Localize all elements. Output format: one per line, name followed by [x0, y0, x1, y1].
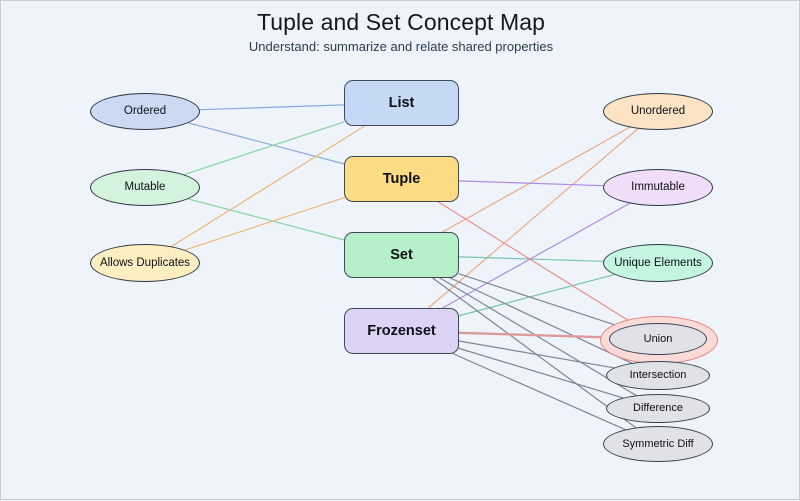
- node-immutable[interactable]: Immutable: [603, 169, 713, 206]
- node-set[interactable]: Set: [344, 232, 459, 278]
- edge-unique_elements-to-frozenset: [458, 273, 615, 317]
- node-label-intersection: Intersection: [629, 369, 687, 382]
- edge-immutable-to-frozenset: [442, 202, 631, 309]
- node-difference[interactable]: Difference: [606, 394, 710, 423]
- node-label-union: Union: [643, 332, 673, 345]
- edge-frozenset-to-intersection: [458, 340, 615, 369]
- page-title: Tuple and Set Concept Map: [256, 9, 546, 35]
- edge-ordered-to-tuple: [187, 122, 345, 165]
- edge-set-to-union: [458, 273, 625, 329]
- node-allows_duplicates[interactable]: Allows Duplicates: [90, 244, 200, 282]
- edge-unordered-to-frozenset: [427, 128, 639, 309]
- node-ordered[interactable]: Ordered: [90, 93, 200, 130]
- node-label-unique_elements: Unique Elements: [614, 256, 702, 269]
- node-unique_elements[interactable]: Unique Elements: [603, 244, 713, 282]
- edge-frozenset-to-symmetric_diff: [453, 353, 626, 431]
- edge-set-to-intersection: [449, 277, 633, 364]
- node-tuple[interactable]: Tuple: [344, 156, 459, 202]
- edge-frozenset-to-difference: [458, 347, 624, 399]
- edge-allows_duplicates-to-tuple: [184, 197, 345, 251]
- edge-frozenset-to-union: [457, 331, 611, 339]
- edge-unique_elements-to-set: [458, 256, 604, 262]
- node-label-list: List: [388, 94, 415, 111]
- node-label-unordered: Unordered: [630, 105, 686, 118]
- edge-set-to-difference: [439, 277, 637, 396]
- node-list[interactable]: List: [344, 80, 459, 126]
- node-union[interactable]: Union: [609, 323, 707, 355]
- edge-tuple-to-union: [437, 201, 636, 326]
- node-mutable[interactable]: Mutable: [90, 169, 200, 206]
- edge-mutable-to-set: [187, 198, 345, 241]
- node-label-frozenset: Frozenset: [367, 322, 436, 339]
- edge-set-to-symmetric_diff: [432, 277, 637, 429]
- node-frozenset[interactable]: Frozenset: [344, 308, 459, 354]
- node-symmetric_diff[interactable]: Symmetric Diff: [603, 426, 713, 462]
- edge-allows_duplicates-to-list: [171, 125, 366, 247]
- edge-mutable-to-list: [183, 121, 345, 176]
- edge-immutable-to-tuple: [458, 180, 604, 187]
- node-label-ordered: Ordered: [123, 105, 167, 118]
- node-label-mutable: Mutable: [124, 181, 166, 194]
- node-label-immutable: Immutable: [631, 181, 685, 194]
- node-label-allows_duplicates: Allows Duplicates: [99, 256, 191, 269]
- node-label-tuple: Tuple: [382, 170, 421, 187]
- node-intersection[interactable]: Intersection: [606, 361, 710, 390]
- node-label-symmetric_diff: Symmetric Diff: [622, 437, 694, 450]
- page-subtitle: Understand: summarize and relate shared …: [248, 39, 554, 54]
- node-label-set: Set: [390, 246, 413, 263]
- edge-ordered-to-list: [199, 104, 345, 111]
- node-unordered[interactable]: Unordered: [603, 93, 713, 130]
- edge-unordered-to-set: [442, 126, 631, 233]
- node-label-difference: Difference: [633, 402, 683, 415]
